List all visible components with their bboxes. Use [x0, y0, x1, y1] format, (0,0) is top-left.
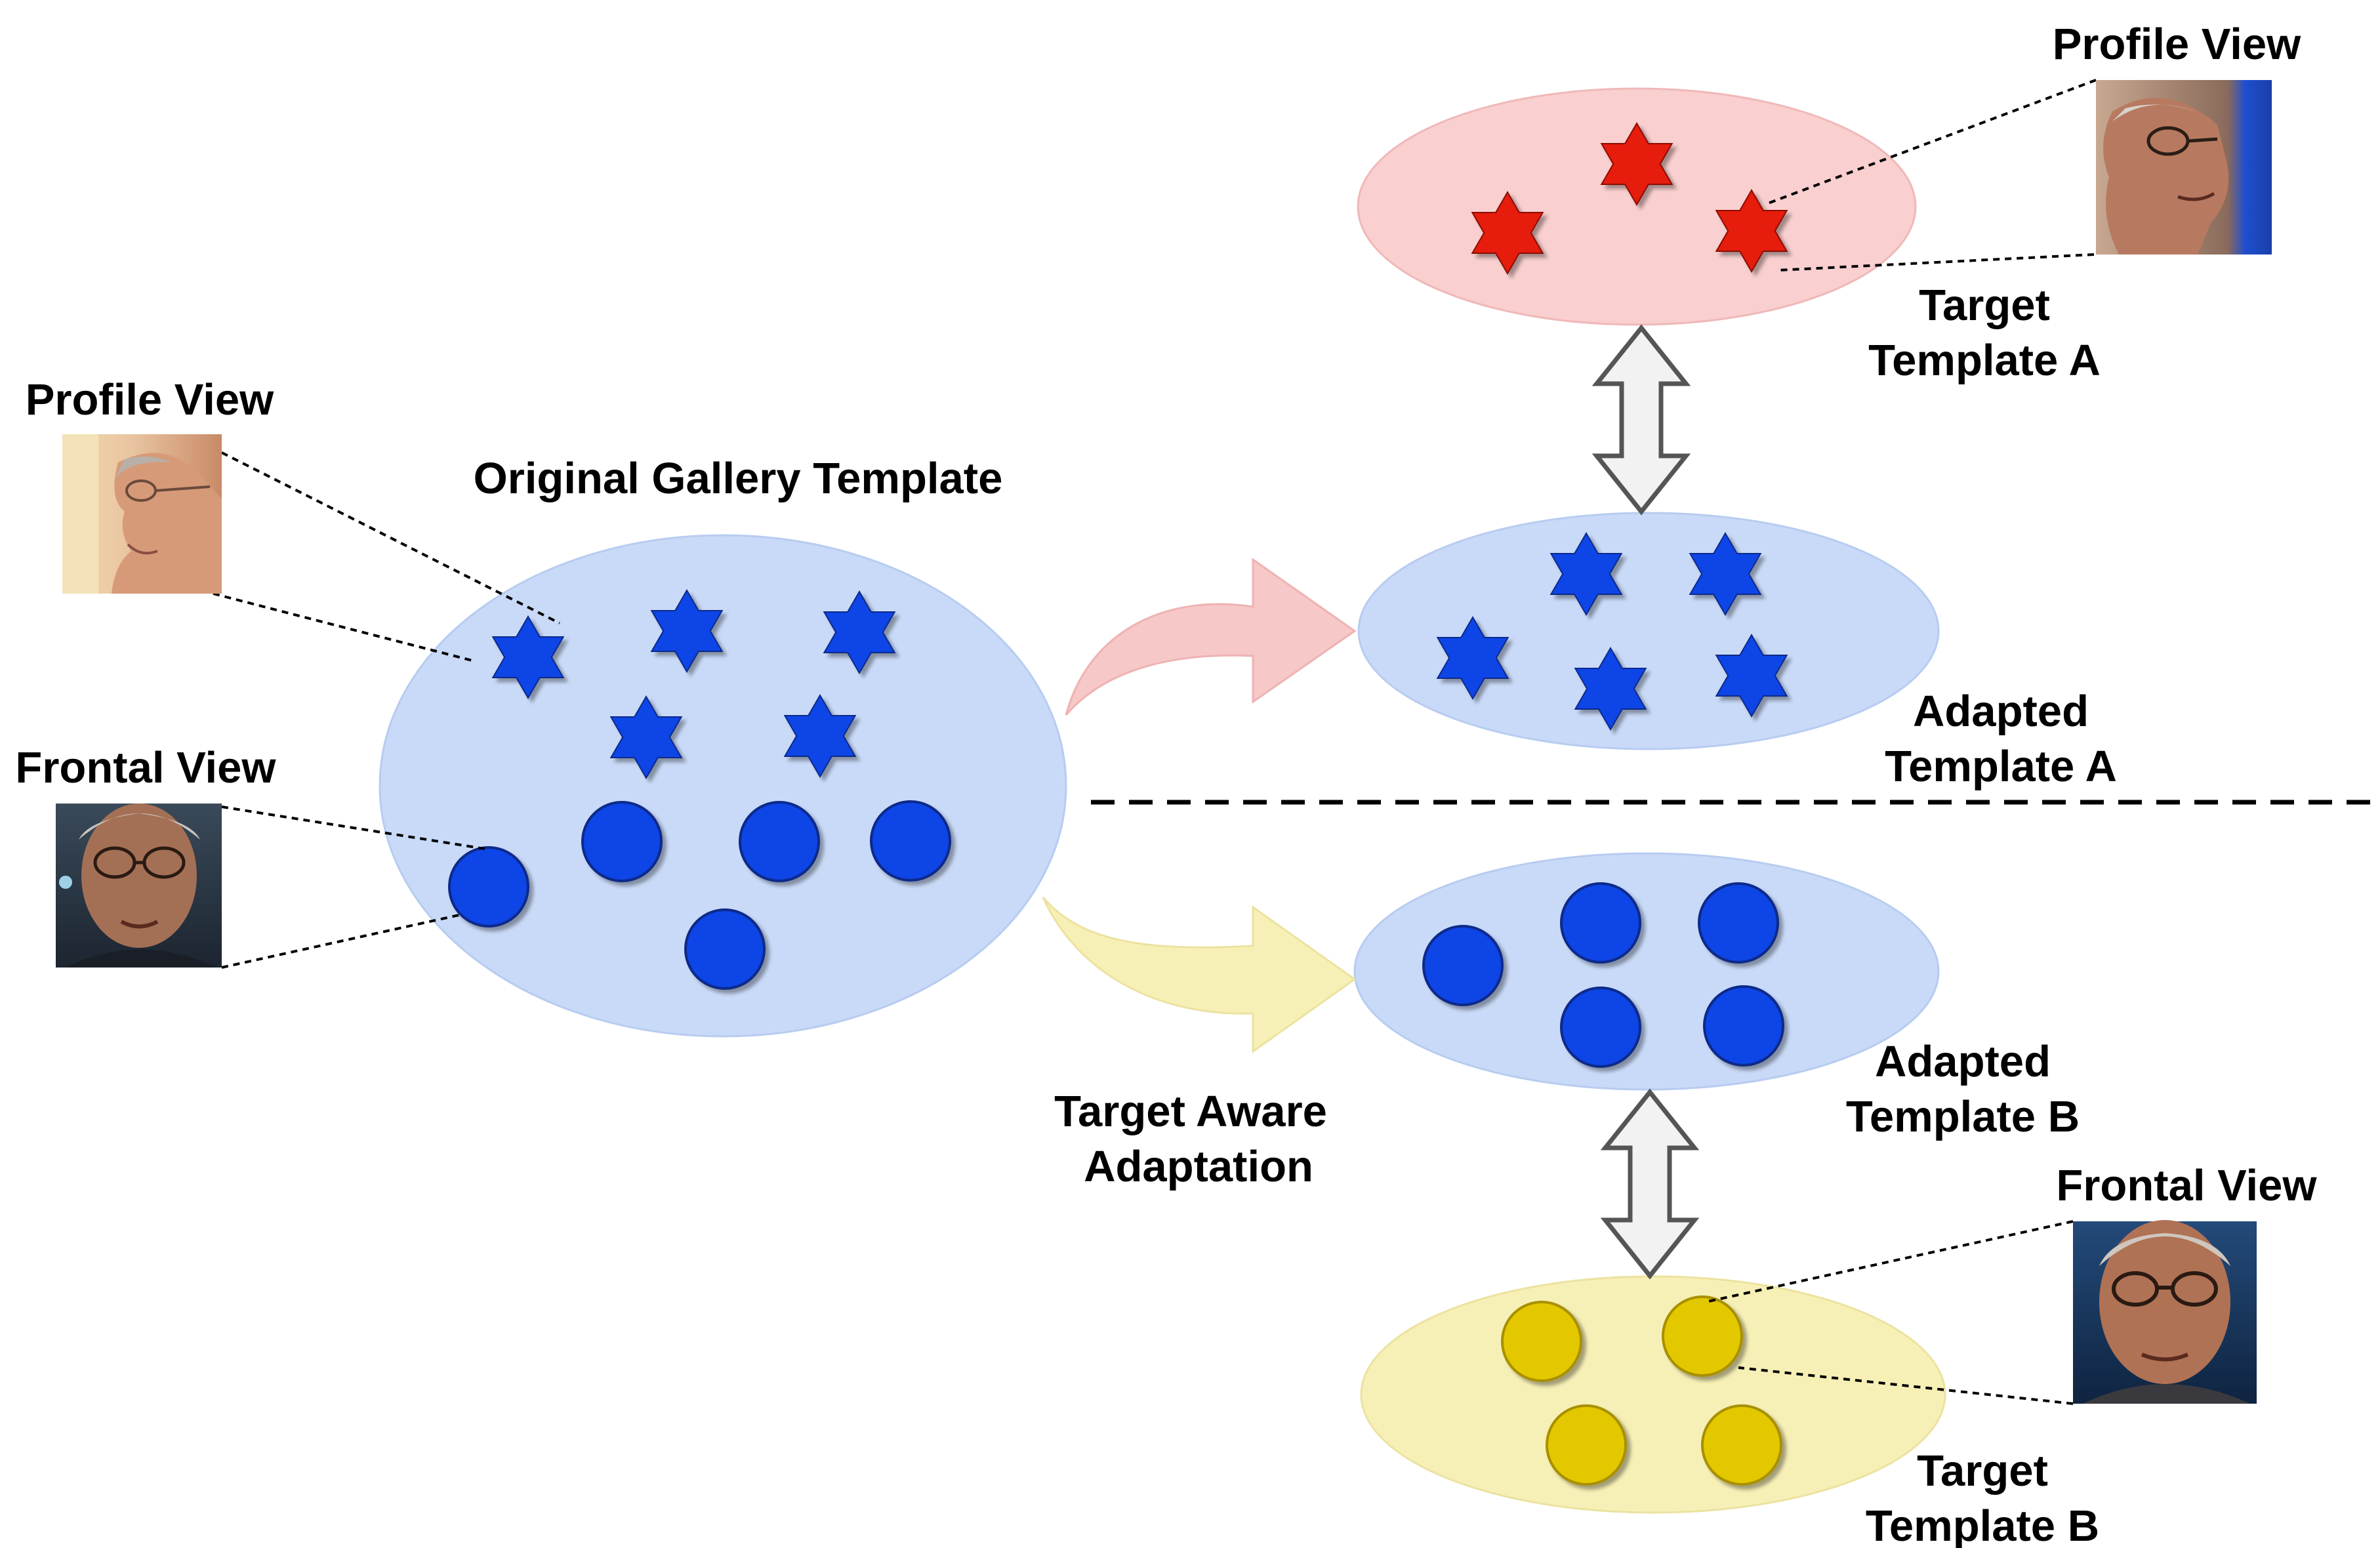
connector-profile-left-bottom — [213, 592, 473, 662]
frontal-circle-marker — [1501, 1301, 1582, 1382]
frontal-circle-marker — [1422, 925, 1504, 1006]
target-template-a-ellipse — [1357, 87, 1917, 326]
title-original-gallery-template: Original Gallery Template — [474, 454, 1003, 503]
label-adapted-template-b-line2: Template B — [1846, 1092, 2080, 1141]
frontal-circle-marker — [1560, 987, 1641, 1068]
label-target-aware-adaptation-line2: Adaptation — [1084, 1142, 1313, 1191]
connector-profile-right-bottom — [1777, 253, 2095, 272]
label-adapted-template-a-line2: Template A — [1885, 742, 2117, 791]
adaptation-arrow-yellow — [1042, 897, 1357, 1053]
label-frontal-view-right: Frontal View — [2056, 1161, 2317, 1210]
connector-frontal-right-top — [1705, 1220, 2074, 1303]
profile-photo-right — [2096, 80, 2272, 255]
photo-connectors — [213, 79, 2097, 1405]
adaptation-arrow-red — [1065, 558, 1357, 716]
label-target-template-a-line1: Target — [1919, 281, 2050, 330]
frontal-circle-marker — [1546, 1404, 1627, 1486]
label-adapted-template-b-line1: Adapted — [1875, 1037, 2051, 1086]
connector-profile-left-top — [221, 451, 560, 624]
frontal-circle-marker — [1698, 882, 1779, 964]
adapted-template-b-ellipse — [1353, 852, 1940, 1091]
frontal-circle-marker — [1560, 882, 1641, 964]
label-profile-view-left: Profile View — [26, 375, 274, 424]
frontal-circle-marker — [1701, 1404, 1782, 1486]
frontal-circle-marker — [1703, 985, 1784, 1067]
label-profile-view-right: Profile View — [2053, 20, 2301, 69]
frontal-circle-marker — [1662, 1295, 1743, 1377]
connector-frontal-right-bottom — [1738, 1366, 2074, 1405]
target-template-b-markers — [1501, 1295, 1782, 1486]
double-arrow-a — [1591, 324, 1691, 516]
profile-photo-left — [62, 434, 222, 594]
label-adapted-template-a-line1: Adapted — [1913, 687, 2089, 736]
frontal-circle-marker — [870, 800, 951, 882]
target-template-b-ellipse — [1360, 1275, 1946, 1514]
frontal-photo-right — [2073, 1220, 2257, 1404]
label-target-template-a-line2: Template A — [1868, 336, 2101, 385]
frontal-circle-marker — [448, 846, 529, 927]
frontal-circle-marker — [581, 801, 663, 882]
connector-frontal-left-bottom — [221, 914, 460, 969]
gallery-markers — [448, 590, 951, 990]
frontal-photo-left — [56, 804, 222, 968]
label-target-template-b-line1: Target — [1917, 1446, 2048, 1496]
frontal-circle-marker — [684, 908, 766, 990]
label-frontal-view-left: Frontal View — [15, 743, 276, 792]
connector-frontal-left-top — [221, 805, 489, 851]
label-target-aware-adaptation-line1: Target Aware — [1054, 1087, 1327, 1136]
label-target-template-b-line2: Template B — [1866, 1501, 2099, 1548]
frontal-circle-marker — [739, 801, 820, 882]
double-arrow-b — [1600, 1088, 1700, 1280]
adapted-template-b-markers — [1422, 882, 1784, 1068]
adapted-template-a-ellipse — [1357, 512, 1940, 750]
